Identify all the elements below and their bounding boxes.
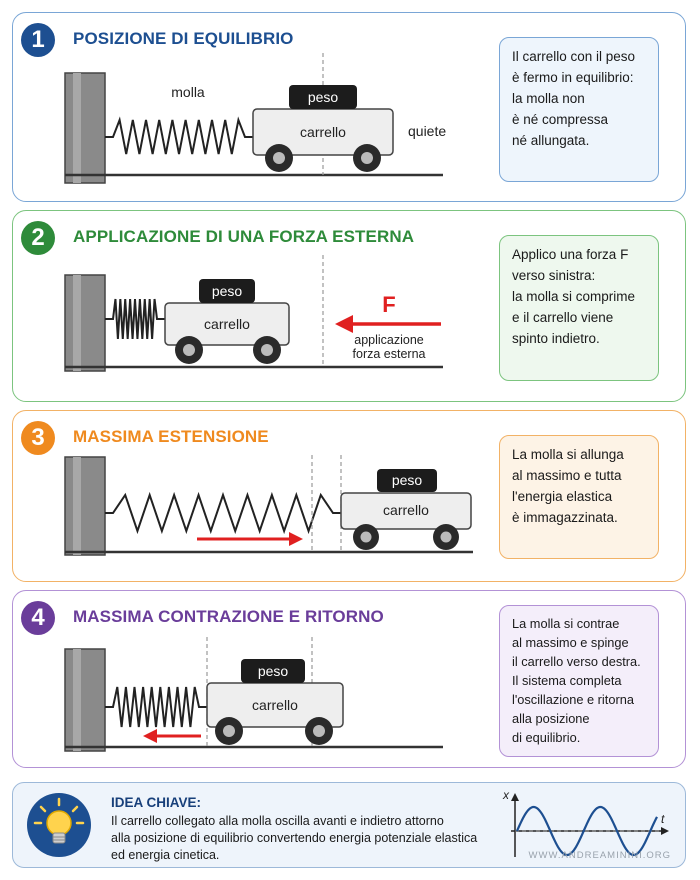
motion-arrowhead — [143, 729, 157, 743]
weight-label: peso — [258, 663, 289, 679]
panel-external-force: 2 APPLICAZIONE DI UNA FORZA ESTERNA peso… — [12, 210, 686, 402]
motion-arrowhead — [289, 532, 303, 546]
force-caption: forza esterna — [353, 347, 426, 361]
cart-label: carrello — [204, 316, 250, 332]
spring — [105, 116, 253, 155]
weight-label: peso — [308, 89, 339, 105]
panel-title: APPLICAZIONE DI UNA FORZA ESTERNA — [73, 227, 415, 246]
wall — [64, 648, 106, 752]
cart-label: carrello — [383, 502, 429, 518]
force-arrowhead — [335, 315, 353, 333]
wall — [64, 72, 106, 184]
panel-title: MASSIMA CONTRAZIONE E RITORNO — [73, 607, 384, 626]
step-badge-4: 4 — [21, 601, 55, 635]
panel-title: MASSIMA ESTENSIONE — [73, 427, 269, 446]
oscillation-graph: x t — [502, 788, 669, 857]
spring — [105, 298, 165, 340]
spring-label: molla — [171, 84, 205, 100]
step-badge-3: 3 — [21, 421, 55, 455]
graph-x-label: x — [502, 788, 510, 802]
panel-max-contraction: 4 MASSIMA CONTRAZIONE E RITORNO peso car… — [12, 590, 686, 768]
weight-block — [241, 659, 305, 683]
footer-url: WWW.ANDREAMININI.ORG — [528, 850, 671, 861]
weight-block — [289, 85, 357, 109]
wall — [64, 456, 106, 556]
key-idea-title: IDEA CHIAVE: — [111, 795, 202, 810]
scene-max-contraction: peso carrello — [64, 637, 443, 752]
spring — [105, 686, 207, 728]
weight-block — [377, 469, 437, 492]
key-idea-text: Il carrello collegato alla molla oscilla… — [111, 814, 478, 862]
force-caption: applicazione — [354, 333, 424, 347]
state-label: quiete — [408, 123, 446, 139]
panel-max-extension: 3 MASSIMA ESTENSIONE peso carrello La mo… — [12, 410, 686, 582]
lightbulb-icon — [27, 793, 91, 857]
spring — [105, 491, 341, 535]
cart-body — [340, 492, 472, 530]
weight-label: peso — [212, 283, 243, 299]
weight-block — [199, 279, 255, 303]
scene-equilibrium: peso carrello molla quiete — [64, 53, 446, 184]
scene-external-force: peso carrello F applicazione forza ester… — [64, 255, 443, 372]
weight-label: peso — [392, 472, 423, 488]
cart-label: carrello — [300, 124, 346, 140]
cart-label: carrello — [252, 697, 298, 713]
panel-equilibrium: 1 POSIZIONE DI EQUILIBRIO peso carrello … — [12, 12, 686, 202]
force-label: F — [382, 292, 395, 317]
step-badge-2: 2 — [21, 221, 55, 255]
scene-max-extension: peso carrello — [64, 455, 473, 556]
oscillation-wave — [515, 805, 658, 857]
wall — [64, 274, 106, 372]
graph-t-label: t — [661, 812, 665, 826]
key-idea-box: IDEA CHIAVE: Il carrello collegato alla … — [12, 782, 686, 868]
step-badge-1: 1 — [21, 23, 55, 57]
panel-title: POSIZIONE DI EQUILIBRIO — [73, 29, 294, 48]
